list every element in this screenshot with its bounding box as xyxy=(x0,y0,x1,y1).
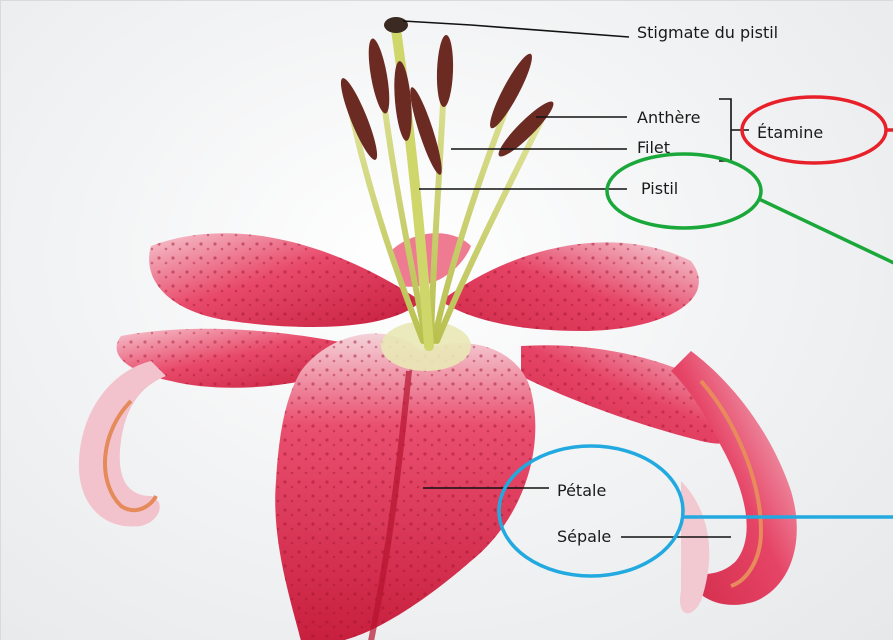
pistil-stigma xyxy=(384,17,408,33)
label-stigmate: Stigmate du pistil xyxy=(637,25,778,41)
label-petale: Pétale xyxy=(557,483,606,499)
front-petal xyxy=(275,334,535,640)
label-etamine: Étamine xyxy=(757,125,823,141)
label-sepale: Sépale xyxy=(557,529,611,545)
petale-sepale-highlight xyxy=(499,446,683,576)
label-anthere: Anthère xyxy=(637,110,700,126)
label-pistil: Pistil xyxy=(641,181,678,197)
pistil-highlight xyxy=(607,154,761,228)
label-filet: Filet xyxy=(637,140,670,156)
